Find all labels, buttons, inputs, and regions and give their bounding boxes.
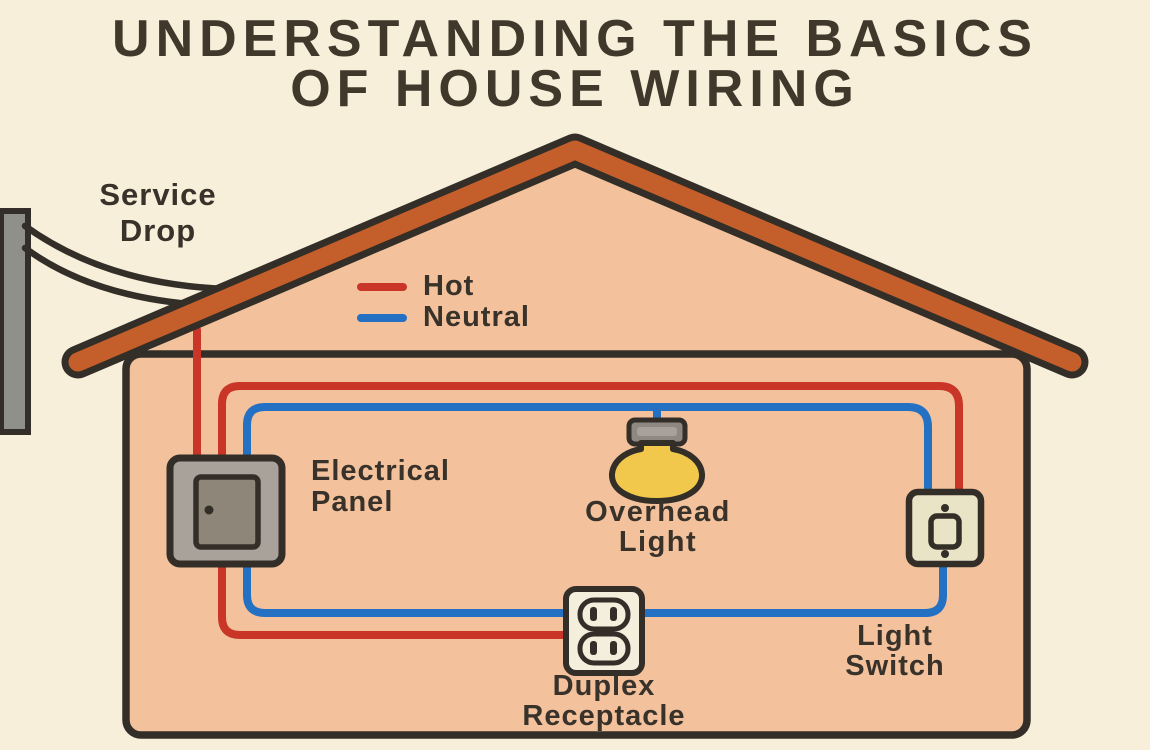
overhead-light-label: Overhead Light (585, 496, 731, 558)
legend-row-neutral: Neutral (357, 302, 530, 333)
duplex-receptacle (563, 586, 645, 676)
outlet-bottom-slot-left (590, 641, 597, 655)
neutral-wire-top-run (243, 403, 932, 500)
outlet-bottom (577, 631, 631, 666)
bulb-glass (609, 440, 705, 504)
bulb-socket-stripe (637, 427, 677, 436)
overhead-light-bulb (609, 417, 705, 504)
hot-wire-swatch (357, 282, 407, 291)
outlet-top-slot-left (590, 607, 597, 621)
outlet-bottom-slot-right (610, 641, 617, 655)
title-line2: OF HOUSE WIRING (290, 60, 860, 118)
house-body (122, 350, 1031, 739)
panel-door (193, 474, 261, 550)
neutral-wire-swatch (357, 313, 407, 322)
light-switch-label: Light Switch (845, 620, 945, 682)
hot-wire-label: Hot (423, 270, 475, 302)
hot-wire-top-run (218, 382, 963, 500)
title-line1: UNDERSTANDING THE BASICS (112, 10, 1038, 68)
light-switch (905, 488, 985, 568)
service-drop-label: Service Drop (99, 177, 217, 248)
house-gable (128, 152, 1025, 360)
outlet-top (577, 597, 631, 632)
roof-shingle (68, 140, 1082, 372)
switch-toggle (928, 513, 962, 550)
utility-pole (0, 208, 31, 435)
roof (61, 133, 1089, 379)
neutral-wire-label: Neutral (423, 301, 530, 333)
hot-wire-bottom-run (218, 556, 574, 639)
legend-row-hot: Hot (357, 271, 530, 302)
page-title: UNDERSTANDING THE BASICS OF HOUSE WIRING (112, 10, 1038, 118)
electrical-panel-label: Electrical Panel (311, 455, 450, 518)
outlet-top-slot-right (610, 607, 617, 621)
switch-screw-top (941, 504, 949, 512)
duplex-receptacle-label: Duplex Receptacle (522, 670, 686, 732)
switch-screw-bottom (941, 550, 949, 558)
wire-legend: Hot Neutral (357, 271, 530, 333)
panel-door-handle (204, 505, 214, 515)
electrical-panel (166, 454, 286, 568)
service-drop-wire-upper (21, 222, 232, 293)
